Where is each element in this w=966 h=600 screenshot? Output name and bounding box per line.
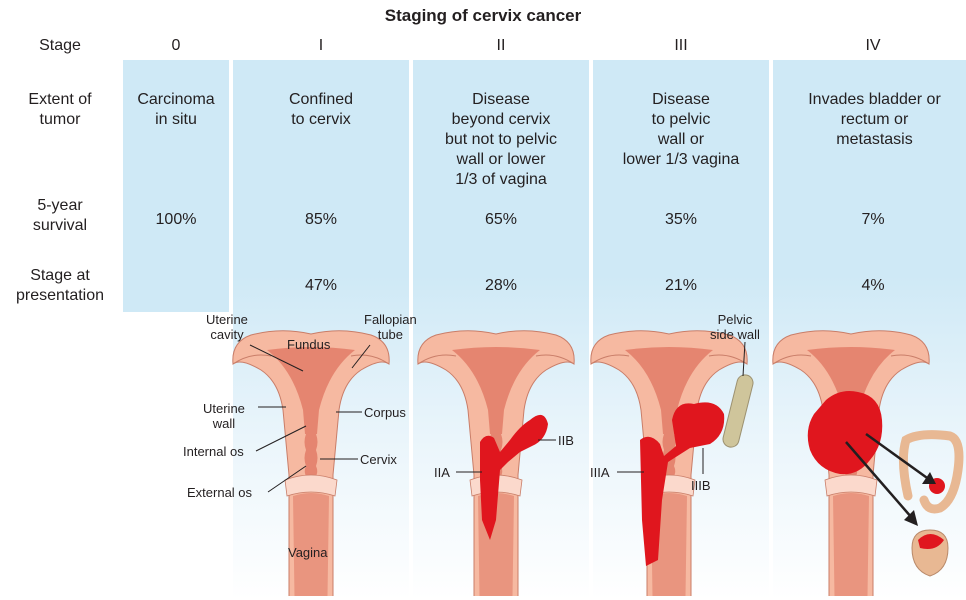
label-IIIA: IIIA xyxy=(590,465,610,480)
label-IIA: IIA xyxy=(434,465,450,480)
label-vagina: Vagina xyxy=(288,545,328,560)
label-cervix: Cervix xyxy=(360,452,397,467)
label-fundus: Fundus xyxy=(287,337,330,352)
pelvic-side-wall xyxy=(721,373,754,449)
colon xyxy=(903,435,959,509)
label-IIIB: IIIB xyxy=(691,478,711,493)
label-external-os: External os xyxy=(187,485,252,500)
label-IIB: IIB xyxy=(558,433,574,448)
label-corpus: Corpus xyxy=(364,405,406,420)
metastasis-arrow-colon xyxy=(866,434,930,480)
stage-3-uterus xyxy=(591,331,747,596)
label-internal-os: Internal os xyxy=(183,444,244,459)
arrow-head xyxy=(922,472,936,484)
